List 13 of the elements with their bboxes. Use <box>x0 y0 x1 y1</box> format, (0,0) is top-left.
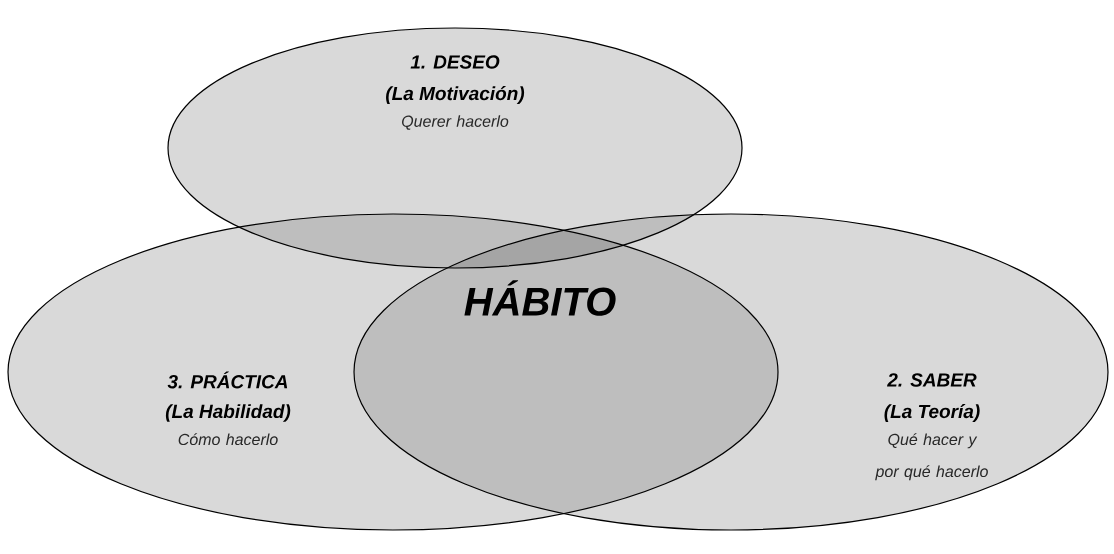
venn-ellipse <box>353 213 1109 531</box>
ellipse-description: Cómo hacerlo <box>178 433 278 446</box>
ellipse-description: Qué hacer y por qué hacerlo <box>875 433 988 481</box>
ellipse-description: Querer hacerlo <box>402 115 509 130</box>
ellipse-heading: (La Teoría) <box>884 404 980 422</box>
venn-ellipse <box>7 213 779 531</box>
center-label: HÁBITO <box>464 280 616 316</box>
ellipse-heading: (La Motivación) <box>386 86 525 104</box>
ellipse-heading: (La Habilidad) <box>165 404 291 422</box>
ellipse-heading: 1. DESEO <box>410 55 500 69</box>
ellipse-heading: 3. PRÁCTICA <box>167 371 288 389</box>
venn-ellipse <box>167 27 743 269</box>
ellipse-heading: 2. SABER <box>887 373 977 387</box>
